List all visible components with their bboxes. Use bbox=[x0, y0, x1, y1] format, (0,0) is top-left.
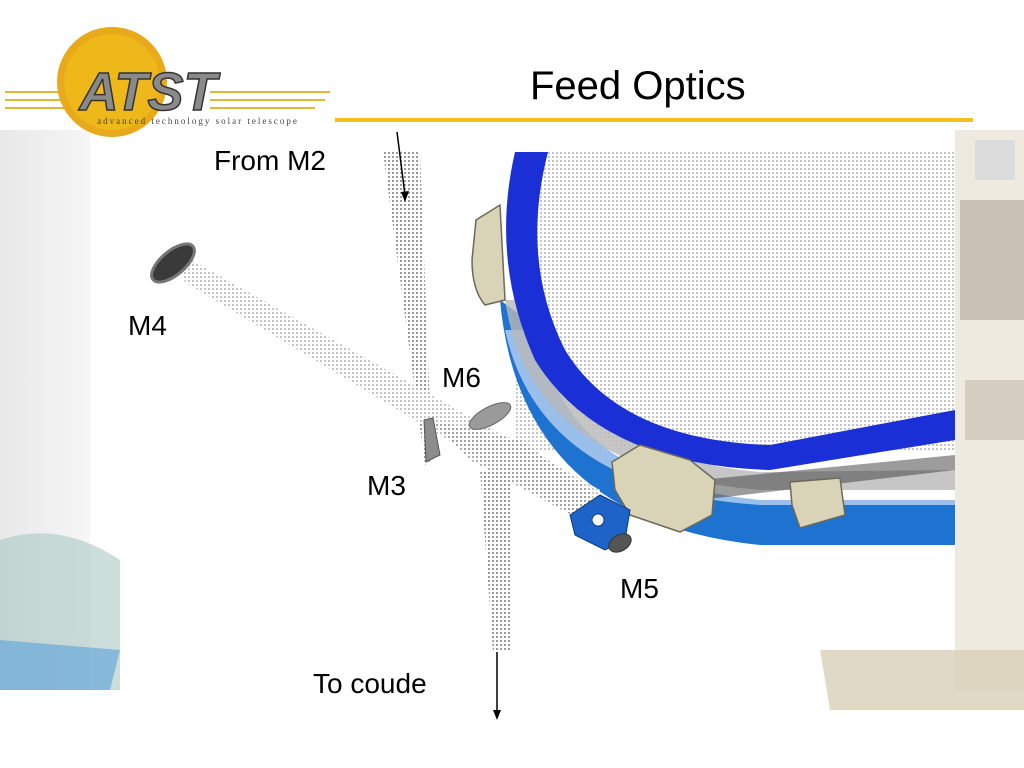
ring-mount-right bbox=[789, 477, 846, 529]
m6-mirror bbox=[468, 402, 512, 430]
ring-mount-center bbox=[611, 444, 716, 533]
label-to-coude: To coude bbox=[313, 668, 427, 699]
label-m6: M6 bbox=[442, 362, 481, 393]
background-telescope-right bbox=[820, 130, 1024, 710]
logo-tagline: advanced technology solar telescope bbox=[97, 116, 299, 126]
logo-wordmark: ATST bbox=[78, 62, 221, 122]
beam-from-m2 bbox=[383, 152, 432, 465]
label-m4: M4 bbox=[128, 310, 167, 341]
m4-mirror bbox=[150, 242, 196, 284]
arrow-from-m2 bbox=[396, 131, 409, 202]
title-underline bbox=[335, 118, 973, 122]
slide-title: Feed Optics bbox=[530, 64, 746, 108]
atst-logo: ATST advanced technology solar telescope bbox=[5, 27, 330, 137]
inner-ring bbox=[506, 152, 955, 470]
label-m3: M3 bbox=[367, 470, 406, 501]
arrow-to-coude bbox=[493, 652, 501, 720]
beam-to-coude bbox=[480, 470, 512, 652]
label-m5: M5 bbox=[620, 573, 659, 604]
label-from-m2: From M2 bbox=[214, 145, 326, 176]
background-telescope-left bbox=[0, 130, 120, 690]
ring-mount-left bbox=[471, 203, 506, 306]
m3-mirror bbox=[423, 417, 441, 463]
